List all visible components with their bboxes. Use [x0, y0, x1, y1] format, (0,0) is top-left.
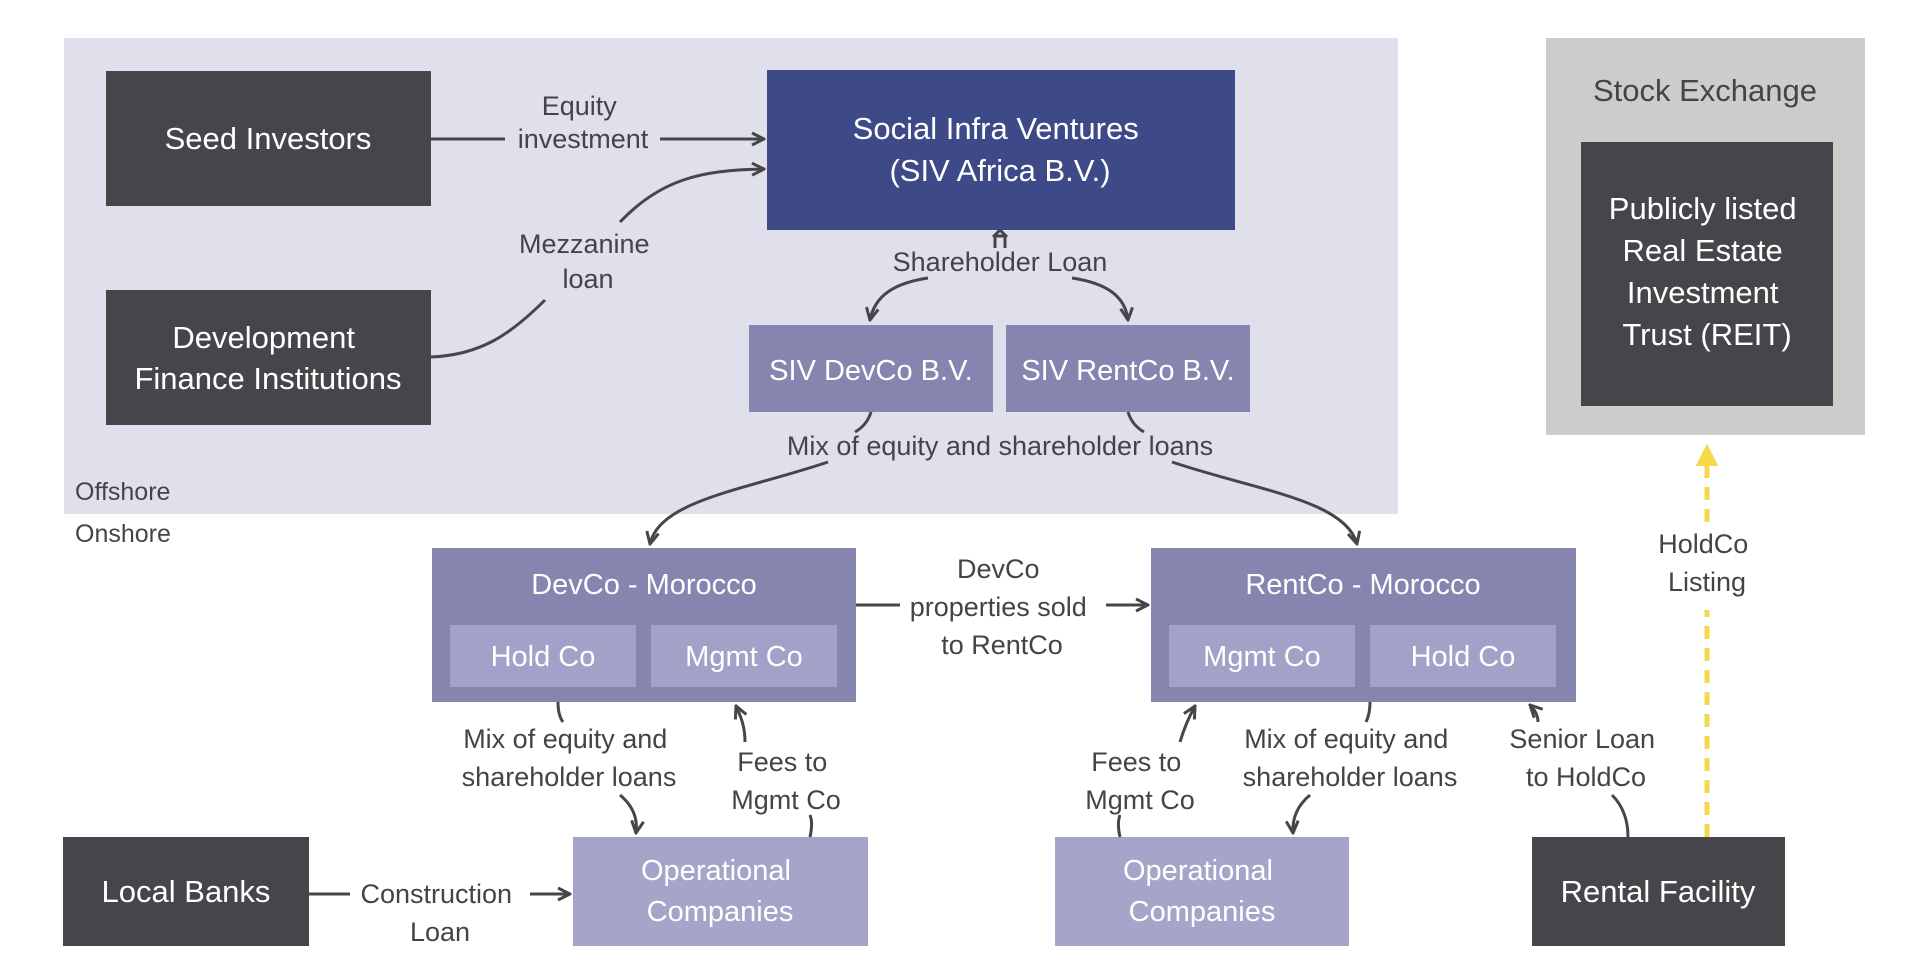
senior-loan-label: Senior Loan to HoldCo: [1509, 724, 1662, 792]
fees-left-label: Fees to Mgmt Co: [731, 747, 841, 815]
edge-mix-right-stub: [1364, 701, 1372, 723]
opco-right-node: [1055, 837, 1349, 946]
dfi-node: [106, 290, 431, 425]
devco-mgmtco-label: Mgmt Co: [685, 641, 803, 673]
stock-exchange-label: Stock Exchange: [1593, 73, 1817, 108]
siv-rentco-node: [1006, 325, 1250, 412]
devco-holdco-box: [450, 625, 636, 687]
holdco-listing-label: HoldCo Listing: [1658, 529, 1756, 597]
mix-left-label: Mix of equity and shareholder loans: [462, 724, 677, 792]
edge-mix-top-devco: [650, 460, 829, 544]
edge-mix-left-stub: [556, 701, 565, 723]
construction-loan-label: Construction Loan: [360, 879, 519, 947]
seed-investors-label: Seed Investors: [165, 121, 372, 156]
siv-rentco-label: SIV RentCo B.V.: [1021, 355, 1234, 387]
devco-holdco-label: Hold Co: [491, 641, 596, 673]
opco-left-label: Operational Companies: [641, 855, 799, 928]
edge-fees-right-stub: [1117, 814, 1122, 838]
rentco-morocco-title: RentCo - Morocco: [1245, 569, 1480, 601]
edge-mix-left: [619, 793, 636, 833]
rentco-mgmtco-box: [1169, 625, 1355, 687]
edge-fees-left: [736, 706, 745, 743]
onshore-label: Onshore: [75, 520, 171, 548]
equity-investment-label: Equity investment: [518, 91, 649, 154]
siv-devco-node: [749, 325, 993, 412]
offshore-label: Offshore: [75, 478, 170, 506]
edge-shareholder-rentco: [1071, 276, 1128, 320]
edge-shareholder-devco: [870, 276, 929, 320]
edge-mix-top-rentco-stub: [1126, 411, 1145, 434]
shareholder-loan-label: Shareholder Loan: [893, 247, 1108, 277]
mezzanine-loan-label: Mezzanine loan: [519, 229, 657, 294]
edge-senior-loan-stub: [1610, 793, 1630, 838]
edge-shareholder-tick-r: [998, 228, 1009, 239]
fees-right-label: Fees to Mgmt Co: [1085, 747, 1195, 815]
edge-shareholder-to-siv: [993, 234, 1007, 248]
mix-top-label: Mix of equity and shareholder loans: [787, 431, 1213, 461]
local-banks-node: [63, 837, 309, 946]
reit-node: [1581, 142, 1833, 406]
rentco-holdco-label: Hold Co: [1411, 641, 1516, 673]
edge-mix-right: [1293, 793, 1311, 833]
opco-left-node: [573, 837, 868, 946]
edge-mezzanine-lower: [430, 298, 547, 359]
rentco-mgmtco-label: Mgmt Co: [1203, 641, 1321, 673]
rental-facility-label: Rental Facility: [1561, 874, 1756, 909]
siv-africa-node: [767, 70, 1235, 230]
local-banks-label: Local Banks: [102, 874, 271, 909]
dfi-label: Development Finance Institutions: [134, 320, 401, 396]
devco-morocco-title: DevCo - Morocco: [531, 569, 757, 601]
edge-mezzanine-upper: [618, 169, 764, 224]
edge-fees-right: [1178, 706, 1195, 743]
rental-facility-node: [1532, 837, 1785, 946]
mix-right-label: Mix of equity and shareholder loans: [1243, 724, 1458, 792]
edge-fees-left-stub: [808, 814, 813, 838]
edge-shareholder-tick-l: [991, 228, 1002, 239]
seed-investors-node: [106, 71, 431, 206]
edge-senior-loan: [1530, 705, 1538, 723]
siv-africa-label: Social Infra Ventures (SIV Africa B.V.): [853, 111, 1148, 188]
siv-devco-label: SIV DevCo B.V.: [769, 355, 973, 387]
edge-mix-top-rentco: [1171, 460, 1357, 544]
rentco-holdco-box: [1370, 625, 1556, 687]
devco-mgmtco-box: [651, 625, 837, 687]
opco-right-label: Operational Companies: [1123, 855, 1281, 928]
devco-sold-label: DevCo properties sold to RentCo: [910, 554, 1095, 660]
edge-mix-top-devco-stub: [854, 411, 873, 434]
reit-label: Publicly listed Real Estate Investment T…: [1609, 191, 1805, 352]
